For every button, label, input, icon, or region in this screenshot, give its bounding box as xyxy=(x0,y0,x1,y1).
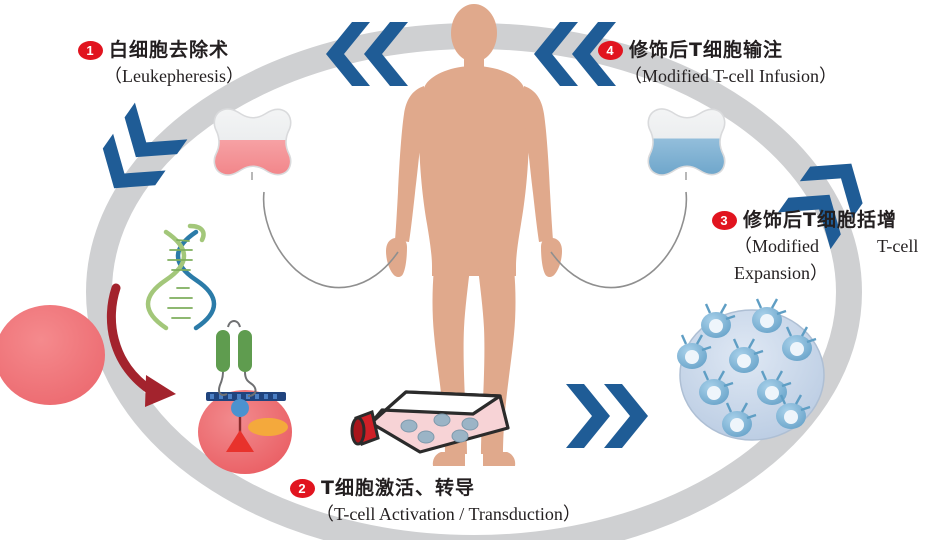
cell-culture-flask xyxy=(350,390,510,454)
arrows-right xyxy=(778,163,863,250)
arrows-top-left xyxy=(326,22,408,86)
step-4-cn-text: 修饰后T细胞输注 xyxy=(629,39,783,61)
step-number-badge-2: 2 xyxy=(290,479,315,498)
step-3-en-part-b: T-cell xyxy=(877,236,919,257)
blood-collection-bag xyxy=(213,108,292,180)
dna-double-helix xyxy=(145,223,217,331)
step-label-3: 3 修饰后T细胞括增 （Modified T-cell Expansion） xyxy=(712,208,918,285)
arrows-left xyxy=(102,102,188,189)
step-number-badge-4: 4 xyxy=(598,41,623,60)
step-1-chinese-line: 1 白细胞去除术 xyxy=(78,39,229,61)
iv-tube-right xyxy=(550,191,688,289)
step-2-chinese-line: 2 T细胞激活、转导 xyxy=(290,477,475,499)
arrows-bottom xyxy=(566,384,648,448)
step-2-english-text: （T-cell Activation / Transduction） xyxy=(316,504,581,525)
step-1-english-text: （Leukepheresis） xyxy=(104,66,244,87)
expansion-petri-dish xyxy=(677,298,825,441)
step-label-4: 4 修饰后T细胞输注 （Modified T-cell Infusion） xyxy=(598,38,837,89)
modified-cell-bag xyxy=(647,108,726,180)
step-number-badge-1: 1 xyxy=(78,41,103,60)
expanded-cells xyxy=(677,298,817,437)
car-t-cell xyxy=(198,320,292,474)
step-3-cn-text: 修饰后T细胞括增 xyxy=(743,209,897,231)
step-4-chinese-line: 4 修饰后T细胞输注 xyxy=(598,39,783,61)
source-blood-cell xyxy=(0,305,105,405)
step-number-badge-3: 3 xyxy=(712,211,737,230)
step-label-1: 1 白细胞去除术 （Leukepheresis） xyxy=(78,38,244,89)
step-label-2: 2 T细胞激活、转导 （T-cell Activation / Transduct… xyxy=(290,476,581,527)
step-3-english-line-1: （Modified T-cell xyxy=(734,235,918,258)
step-1-cn-text: 白细胞去除术 xyxy=(109,39,230,61)
step-3-chinese-line: 3 修饰后T细胞括增 xyxy=(712,209,897,231)
transduction-arrow xyxy=(106,283,176,407)
step-3-english-line-2: Expansion） xyxy=(734,262,828,283)
step-2-cn-text: T细胞激活、转导 xyxy=(321,477,475,499)
step-3-en-part-a: （Modified xyxy=(734,236,819,257)
arrows-top-right xyxy=(534,22,616,86)
iv-tube-left xyxy=(262,191,399,289)
step-4-english-text: （Modified T-cell Infusion） xyxy=(624,66,837,87)
